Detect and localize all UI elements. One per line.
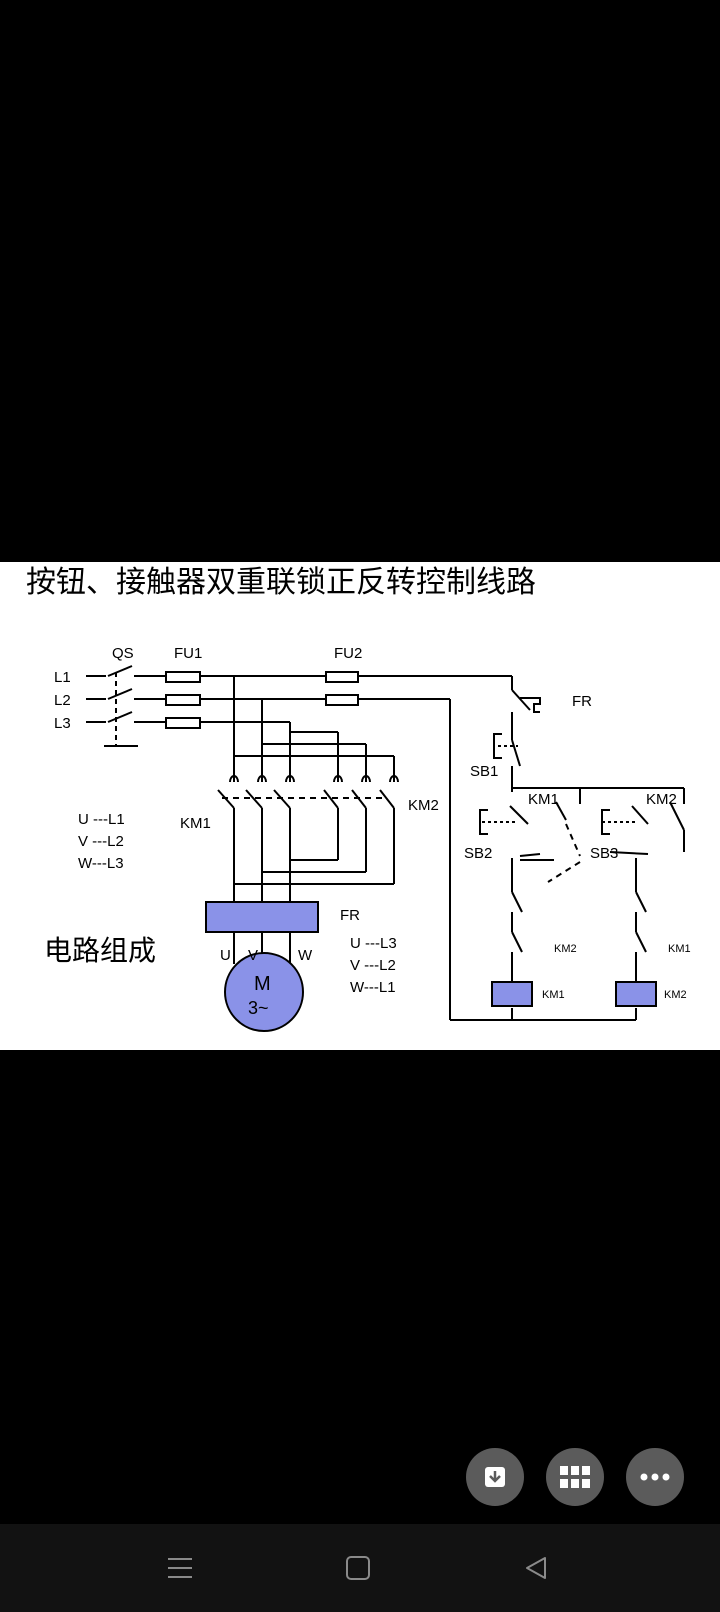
label-fr-ctrl: FR	[572, 693, 592, 710]
label-km2-coil: KM2	[664, 989, 687, 1001]
grid-icon	[560, 1466, 590, 1488]
image-viewer[interactable]: 按钮、接触器双重联锁正反转控制线路 电路组成	[0, 562, 720, 1050]
back-icon	[526, 1557, 546, 1579]
label-km1-main: KM1	[180, 815, 211, 832]
menu-icon	[168, 1558, 192, 1578]
label-u: U	[220, 947, 231, 964]
more-button[interactable]	[626, 1448, 684, 1506]
label-fu2: FU2	[334, 645, 362, 662]
motor-phase: 3~	[248, 998, 269, 1018]
nav-home-button[interactable]	[338, 1548, 378, 1588]
coil-km1	[491, 981, 533, 1007]
label-qs: QS	[112, 645, 134, 662]
label-l1: L1	[54, 669, 71, 686]
label-sb1: SB1	[470, 763, 498, 780]
motor-m: M	[254, 973, 271, 995]
reverse-map-1: V ---L2	[350, 957, 396, 974]
more-icon	[640, 1473, 670, 1481]
download-icon	[485, 1467, 505, 1487]
reverse-map-0: U ---L3	[350, 935, 397, 952]
home-icon	[346, 1556, 370, 1580]
forward-map-1: V ---L2	[78, 833, 124, 850]
label-w: W	[298, 947, 313, 964]
system-nav-bar	[0, 1524, 720, 1612]
motor	[224, 952, 304, 1032]
label-fu1: FU1	[174, 645, 202, 662]
wiring	[86, 665, 685, 1021]
thermal-relay-block	[205, 901, 319, 933]
download-button[interactable]	[466, 1448, 524, 1506]
label-fr-main: FR	[340, 907, 360, 924]
reverse-map-2: W---L1	[350, 979, 396, 996]
label-v: V	[248, 947, 258, 964]
label-l2: L2	[54, 692, 71, 709]
label-km2-main: KM2	[408, 797, 439, 814]
label-km1-coil: KM1	[542, 989, 565, 1001]
coil-km2	[615, 981, 657, 1007]
fuse-fu1	[165, 671, 201, 729]
label-l3: L3	[54, 715, 71, 732]
label-km1-hold: KM1	[528, 791, 559, 808]
diagram-title: 按钮、接触器双重联锁正反转控制线路	[26, 566, 536, 599]
label-sb2: SB2	[464, 845, 492, 862]
label-km2-hold: KM2	[646, 791, 677, 808]
label-sb3: SB3	[590, 845, 618, 862]
forward-map-0: U ---L1	[78, 811, 125, 828]
circuit-diagram: 按钮、接触器双重联锁正反转控制线路 电路组成	[26, 566, 691, 1032]
forward-map-2: W---L3	[78, 855, 124, 872]
label-km2-interlock: KM2	[554, 943, 577, 955]
fuse-fu2	[325, 671, 359, 706]
label-km1-interlock: KM1	[668, 943, 691, 955]
grid-button[interactable]	[546, 1448, 604, 1506]
diagram-caption: 电路组成	[44, 935, 156, 966]
nav-menu-button[interactable]	[160, 1548, 200, 1588]
nav-back-button[interactable]	[516, 1548, 556, 1588]
